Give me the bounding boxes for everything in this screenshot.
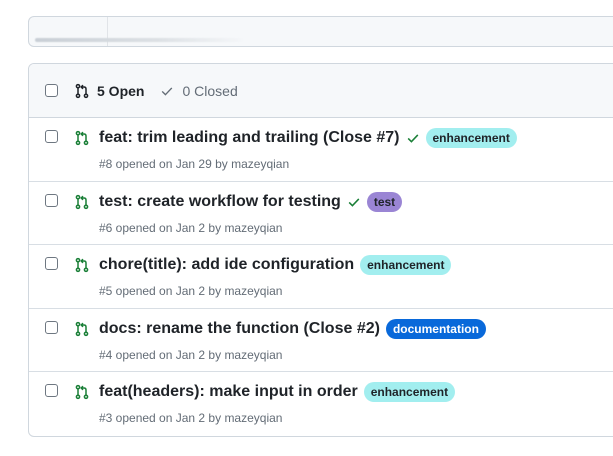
closed-count: 0 Closed [182, 82, 238, 99]
label-badge[interactable]: documentation [385, 318, 486, 339]
open-count: 5 Open [97, 82, 145, 99]
checks-passed-icon[interactable] [347, 195, 361, 209]
pull-request-row: feat(headers): make input in order enhan… [29, 372, 613, 436]
open-pull-request-icon [75, 321, 89, 336]
open-pull-request-icon [75, 384, 89, 400]
title-line: feat: trim leading and trailing (Close #… [99, 128, 517, 148]
search-input[interactable] [28, 16, 613, 47]
closed-filter[interactable]: 0 Closed [160, 82, 238, 99]
label-badge[interactable]: enhancement [360, 255, 452, 275]
pull-request-title[interactable]: feat(headers): make input in order [99, 383, 358, 400]
open-filter[interactable]: 5 Open [74, 83, 144, 99]
label-badge[interactable]: enhancement [425, 128, 517, 148]
label-badge[interactable]: enhancement [363, 382, 456, 402]
pull-request-meta: #8 opened on Jan 29 by mazeyqian [99, 157, 290, 171]
pull-request-rows: feat: trim leading and trailing (Close #… [29, 118, 613, 436]
pull-request-meta: #6 opened on Jan 2 by mazeyqian [99, 220, 283, 235]
list-header: 5 Open 0 Closed [29, 64, 613, 118]
open-pull-request-icon [75, 194, 89, 209]
pull-request-title[interactable]: chore(title): add ide configuration [99, 256, 355, 273]
row-checkbox[interactable] [45, 257, 58, 270]
title-line: test: create workflow for testing test [99, 191, 403, 212]
label-badge[interactable]: test [366, 191, 403, 212]
pull-request-meta: #5 opened on Jan 2 by mazeyqian [99, 284, 283, 298]
title-line: chore(title): add ide configuration enha… [99, 255, 452, 275]
check-icon [162, 86, 173, 96]
title-line: feat(headers): make input in order enhan… [99, 382, 456, 402]
pull-request-icon [75, 83, 89, 98]
checks-passed-icon[interactable] [406, 131, 420, 145]
pull-request-row: test: create workflow for testing test #… [29, 182, 613, 245]
select-all-checkbox[interactable] [45, 84, 58, 97]
title-line: docs: rename the function (Close #2) doc… [99, 318, 486, 339]
pull-request-meta: #4 opened on Jan 2 by mazeyqian [99, 347, 283, 362]
pull-request-row: docs: rename the function (Close #2) doc… [29, 309, 613, 372]
row-checkbox[interactable] [45, 320, 58, 334]
pull-request-title[interactable]: test: create workflow for testing [99, 192, 341, 210]
pull-request-row: chore(title): add ide configuration enha… [29, 245, 613, 309]
open-pull-request-icon [75, 130, 89, 146]
blurred-search-text [35, 38, 245, 42]
pull-request-meta: #3 opened on Jan 2 by mazeyqian [99, 411, 283, 425]
pull-request-row: feat: trim leading and trailing (Close #… [29, 118, 613, 182]
row-checkbox[interactable] [45, 130, 58, 143]
pull-request-list: 5 Open 0 Closed feat: trim leading and t… [28, 63, 613, 437]
pull-request-title[interactable]: feat: trim leading and trailing (Close #… [99, 129, 400, 146]
row-checkbox[interactable] [45, 384, 58, 397]
search-divider [107, 17, 108, 46]
row-checkbox[interactable] [45, 193, 58, 207]
pull-request-title[interactable]: docs: rename the function (Close #2) [99, 319, 380, 337]
open-pull-request-icon [75, 257, 89, 273]
